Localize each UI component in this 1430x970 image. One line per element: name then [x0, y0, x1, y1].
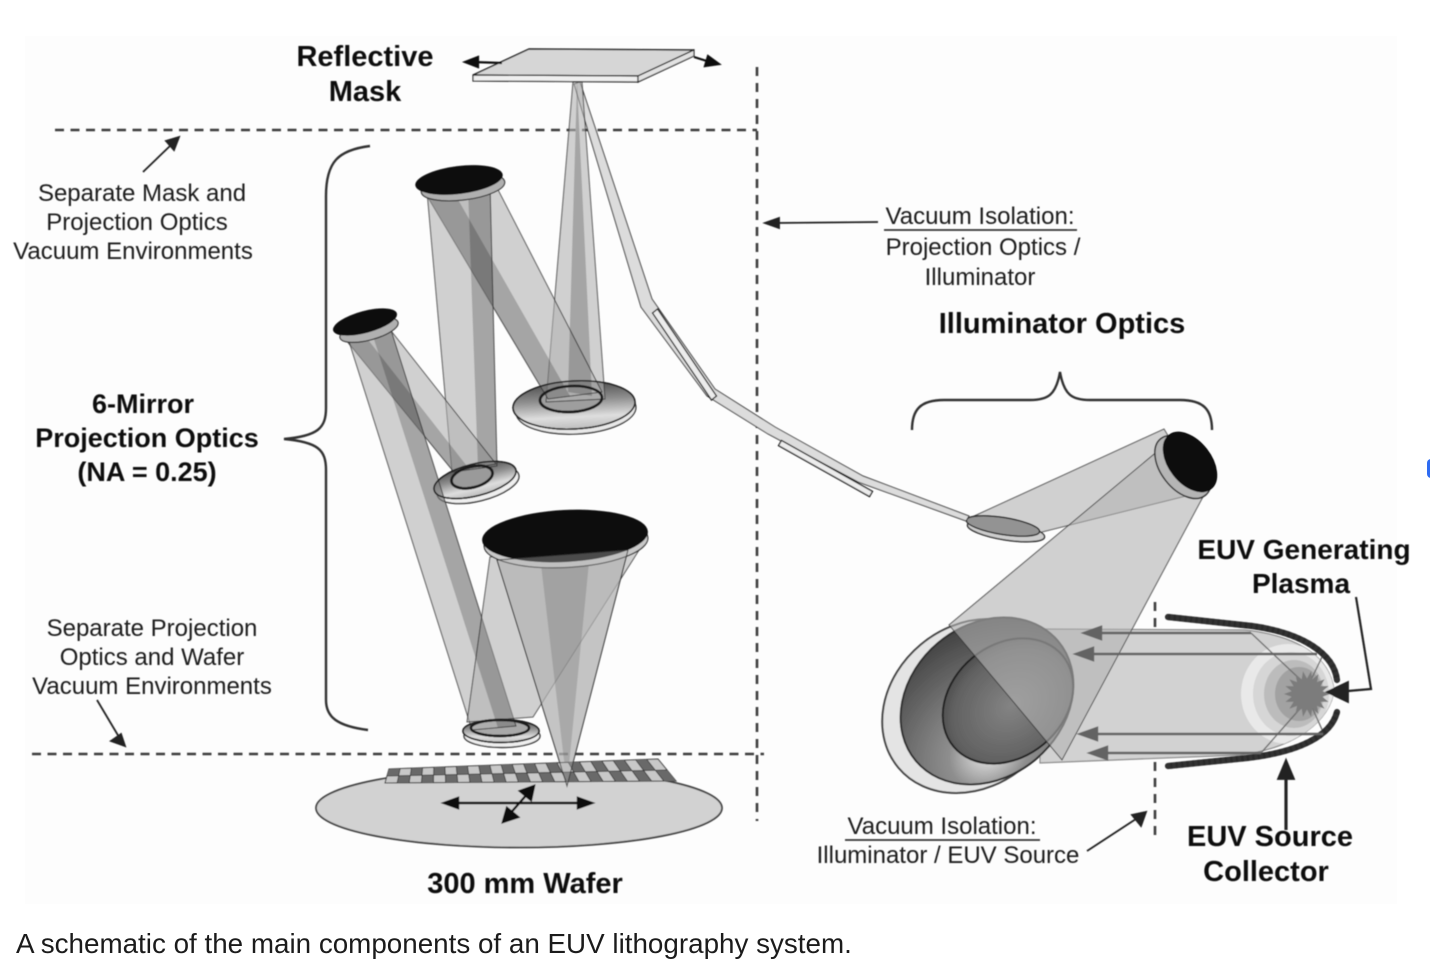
svg-text:Vacuum Environments: Vacuum Environments	[32, 673, 272, 700]
svg-text:Plasma: Plasma	[1252, 568, 1350, 599]
svg-text:Separate Projection: Separate Projection	[47, 615, 258, 642]
svg-text:Illuminator: Illuminator	[925, 264, 1036, 291]
svg-text:Illuminator / EUV Source: Illuminator / EUV Source	[817, 842, 1080, 869]
svg-text:Collector: Collector	[1203, 856, 1329, 888]
svg-text:Optics and Wafer: Optics and Wafer	[60, 644, 245, 671]
svg-text:Illuminator Optics: Illuminator Optics	[939, 308, 1186, 340]
svg-text:EUV Generating: EUV Generating	[1197, 534, 1410, 565]
svg-text:300 mm Wafer: 300 mm Wafer	[427, 868, 623, 900]
svg-text:Vacuum Environments: Vacuum Environments	[13, 238, 253, 265]
svg-text:Reflective: Reflective	[296, 41, 433, 73]
svg-text:Projection Optics /: Projection Optics /	[886, 234, 1081, 261]
svg-text:6-Mirror: 6-Mirror	[92, 389, 195, 419]
svg-text:Separate Mask and: Separate Mask and	[38, 180, 246, 207]
svg-text:Vacuum Isolation:: Vacuum Isolation:	[886, 203, 1075, 230]
svg-text:(NA = 0.25): (NA = 0.25)	[77, 457, 216, 487]
svg-text:A schematic of the main compon: A schematic of the main components of an…	[16, 928, 852, 959]
svg-text:Projection Optics: Projection Optics	[35, 423, 259, 453]
svg-text:Vacuum Isolation:: Vacuum Isolation:	[848, 813, 1037, 840]
svg-text:Projection Optics: Projection Optics	[46, 209, 227, 236]
svg-text:EUV Source: EUV Source	[1187, 821, 1353, 853]
svg-text:Mask: Mask	[329, 76, 402, 108]
